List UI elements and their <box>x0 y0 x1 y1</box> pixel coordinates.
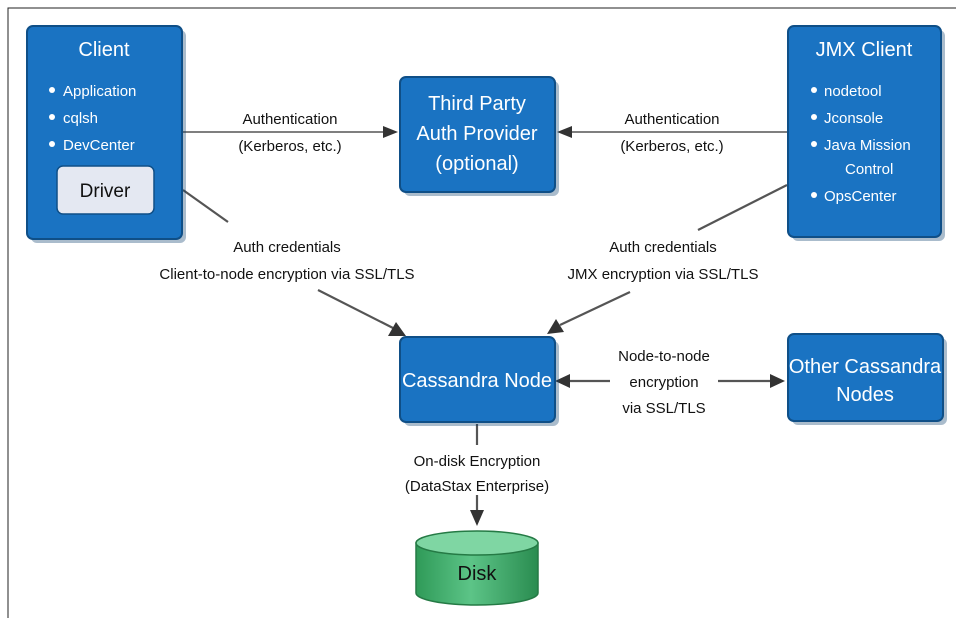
edge-label-node-disk-line2: (DataStax Enterprise) <box>405 478 549 495</box>
bullet-icon <box>49 141 55 147</box>
auth-provider-node: Third Party Auth Provider (optional) <box>399 76 559 196</box>
edge-label-client-auth-line2: (Kerberos, etc.) <box>238 138 341 155</box>
edge-label-node-node-line2: encryption <box>629 374 698 391</box>
driver-node: Driver <box>56 165 155 215</box>
edge-label-jmx-auth-line1: Authentication <box>624 111 719 128</box>
auth-provider-line1: Third Party <box>428 93 526 115</box>
edge-label-node-node-line1: Node-to-node <box>618 348 710 365</box>
disk-label: Disk <box>458 563 498 585</box>
jmx-item-control: Control <box>845 161 893 178</box>
edge-jmx-auth-arrow <box>557 126 572 138</box>
other-nodes-line2: Nodes <box>836 384 894 406</box>
edge-label-node-node-line3: via SSL/TLS <box>622 400 705 417</box>
disk-node: Disk <box>415 530 539 606</box>
client-item-cqlsh: cqlsh <box>63 110 98 127</box>
jmx-item-nodetool: nodetool <box>824 83 882 100</box>
edge-client-node-arrow <box>388 322 406 336</box>
bullet-icon <box>49 114 55 120</box>
edge-label-client-auth-line1: Authentication <box>242 111 337 128</box>
disk-top <box>415 530 539 556</box>
edge-node-disk-arrow <box>470 510 484 526</box>
client-item-devcenter: DevCenter <box>63 137 135 154</box>
client-title: Client <box>78 39 130 61</box>
edge-label-jmx-node-line2: JMX encryption via SSL/TLS <box>568 266 759 283</box>
edge-jmx-node-line-a <box>697 184 788 231</box>
edge-label-node-disk-line1: On-disk Encryption <box>414 453 541 470</box>
jmx-item-java-mission: Java Mission <box>824 137 911 154</box>
jmx-client-node: JMX Client nodetool Jconsole Java Missio… <box>787 25 945 241</box>
auth-provider-line2: Auth Provider <box>416 123 538 145</box>
bullet-icon <box>811 114 817 120</box>
edge-node-node-arrow-left <box>555 374 570 388</box>
jmx-client-title: JMX Client <box>816 39 913 61</box>
edge-client-auth-arrow <box>383 126 398 138</box>
client-node: Client Application cqlsh DevCenter Drive… <box>26 25 186 243</box>
auth-provider-line3: (optional) <box>435 153 518 175</box>
bullet-icon <box>811 192 817 198</box>
jmx-item-opscenter: OpsCenter <box>824 188 897 205</box>
cassandra-node-title: Cassandra Node <box>402 370 552 392</box>
disk-body <box>415 542 539 606</box>
edge-label-jmx-node-line1: Auth credentials <box>609 239 717 256</box>
bullet-icon <box>811 141 817 147</box>
driver-label: Driver <box>80 181 131 202</box>
other-nodes-line1: Other Cassandra <box>789 356 942 378</box>
bullet-icon <box>811 87 817 93</box>
edge-client-node-line-b <box>317 289 394 329</box>
edge-label-jmx-auth-line2: (Kerberos, etc.) <box>620 138 723 155</box>
edge-node-node-arrow-right <box>770 374 785 388</box>
cassandra-node: Cassandra Node <box>399 336 559 426</box>
edge-jmx-node-arrow <box>547 319 564 334</box>
edge-client-node-line-a <box>182 189 229 223</box>
bullet-icon <box>49 87 55 93</box>
edge-label-client-node-line1: Auth credentials <box>233 239 341 256</box>
other-cassandra-nodes: Other Cassandra Nodes <box>787 333 947 425</box>
edge-label-client-node-line2: Client-to-node encryption via SSL/TLS <box>159 266 414 283</box>
jmx-item-jconsole: Jconsole <box>824 110 883 127</box>
client-item-application: Application <box>63 83 136 100</box>
edge-jmx-node-line-b <box>559 291 631 326</box>
